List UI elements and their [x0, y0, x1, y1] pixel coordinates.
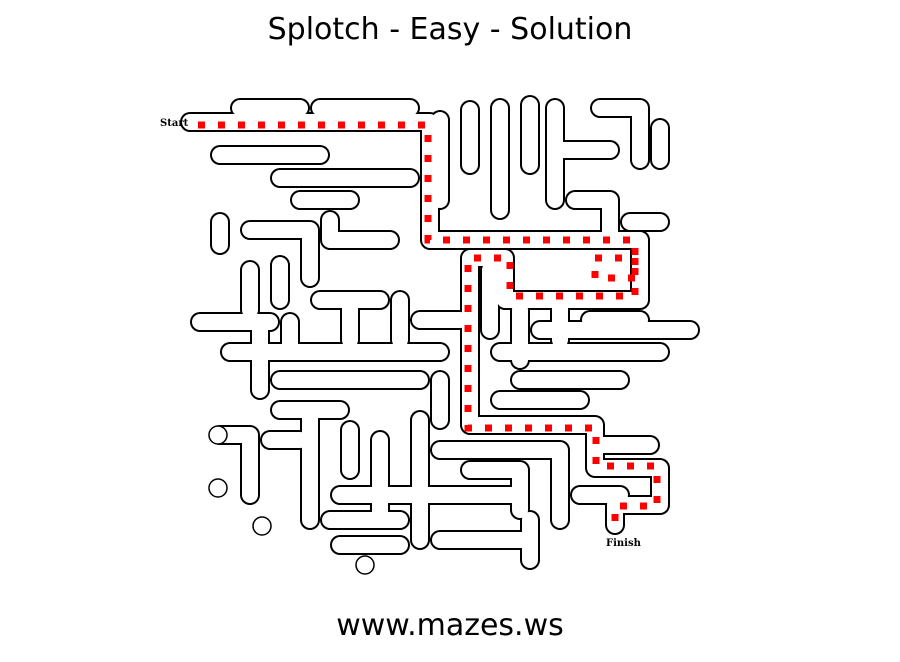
start-label: Start: [160, 118, 189, 129]
finish-label: Finish: [606, 538, 641, 549]
maze-walls: [180, 95, 700, 575]
solution-branch-loop: [591, 254, 639, 282]
site-url: www.mazes.ws: [336, 608, 564, 643]
page-title: Splotch - Easy - Solution: [267, 12, 633, 47]
